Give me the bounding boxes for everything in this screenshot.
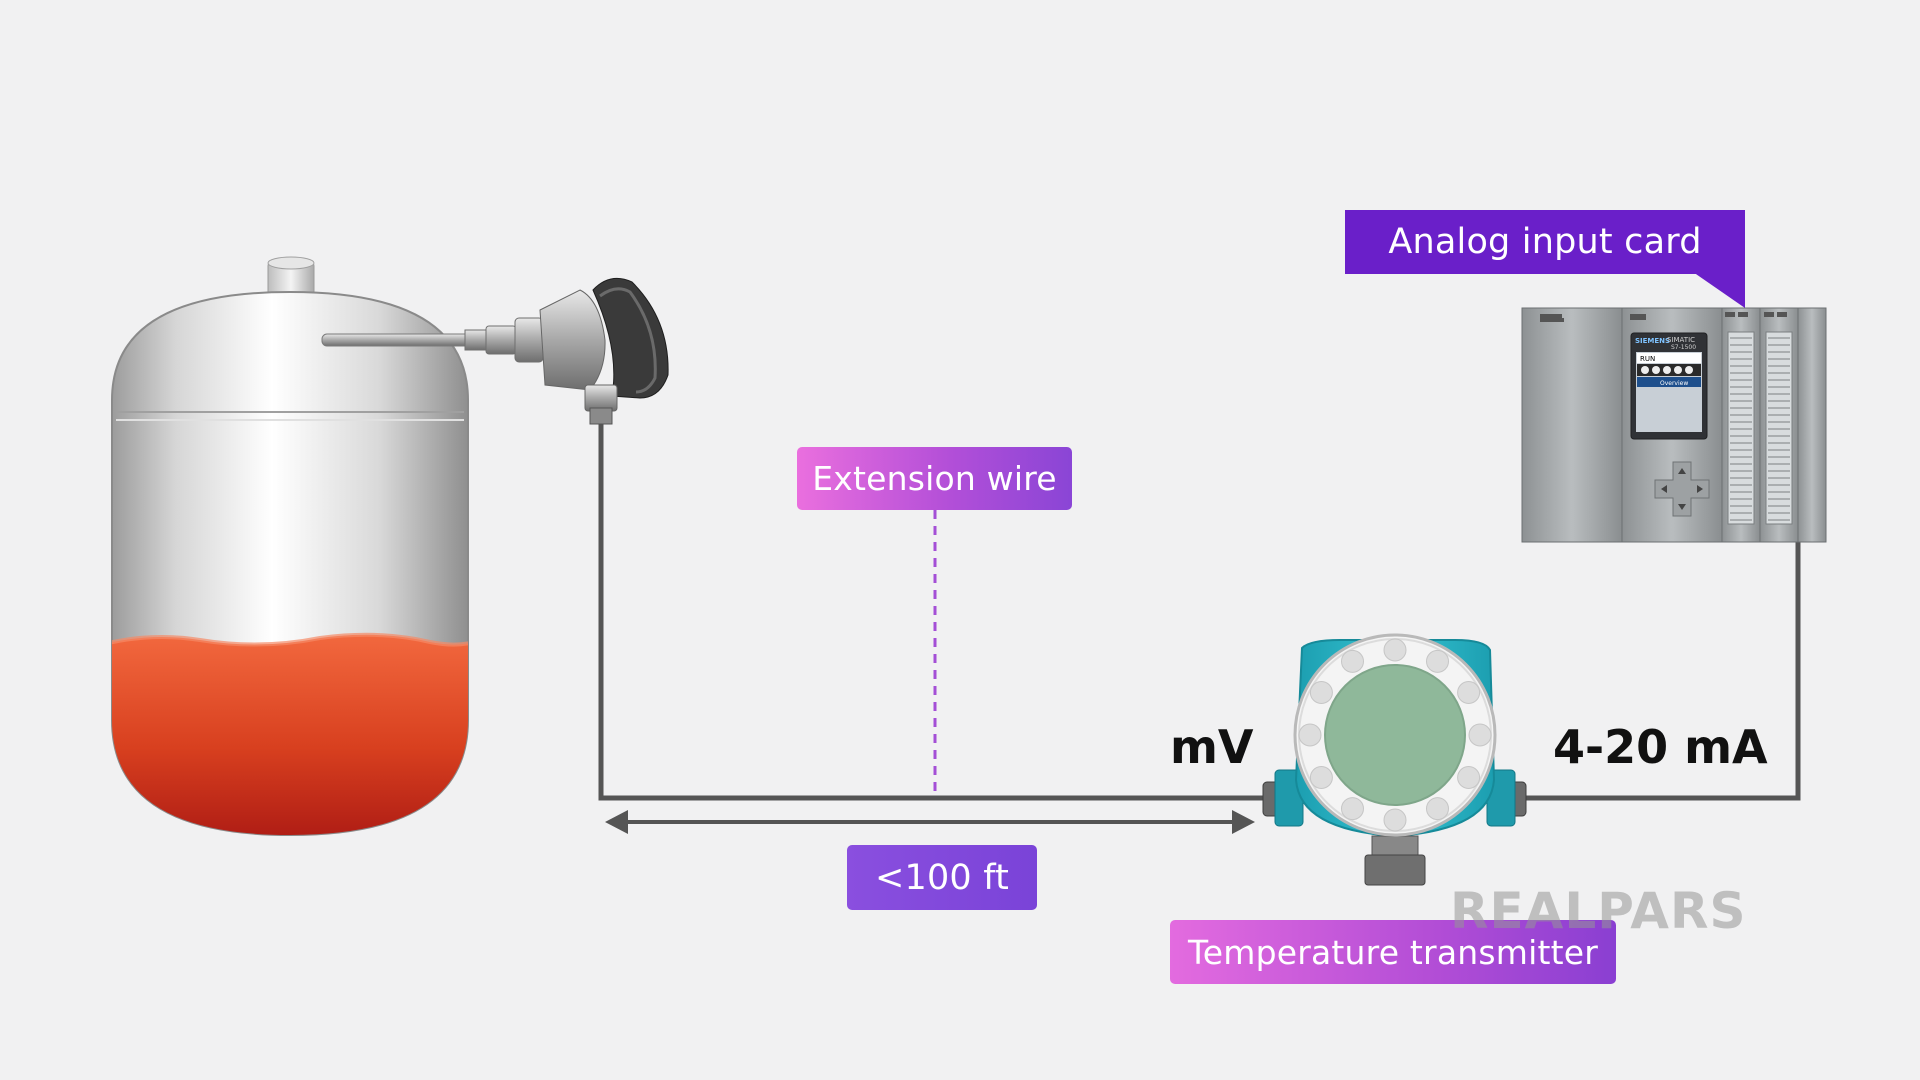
bezel-bolt xyxy=(1341,797,1364,821)
distance-label: <100 ft xyxy=(847,845,1037,910)
bezel-bolt xyxy=(1468,723,1492,747)
bezel-bolt xyxy=(1426,797,1449,821)
temperature-transmitter-label: Temperature transmitter xyxy=(1170,920,1616,984)
analog-input-card-label: Analog input card xyxy=(1345,210,1745,274)
plc-vendor-text: SIEMENS xyxy=(1635,337,1670,345)
thermocouple-head xyxy=(539,289,606,391)
plc-nav-pad xyxy=(1654,461,1710,517)
realpars-watermark: REALPARS xyxy=(1450,882,1747,940)
plc-model-text: SIMATIC xyxy=(1667,336,1695,344)
bezel-bolt xyxy=(1426,649,1449,673)
extension-wire-label: Extension wire xyxy=(797,447,1072,510)
thermocouple-cap xyxy=(592,277,669,399)
plc-status-text: RUN xyxy=(1640,355,1655,363)
bezel-bolt xyxy=(1457,766,1481,789)
extension-wire xyxy=(598,424,1268,801)
bezel-bolt xyxy=(1309,766,1333,789)
thermowell xyxy=(321,333,473,347)
plc-io-module-3 xyxy=(1797,307,1827,543)
temperature-transmitter xyxy=(1262,633,1527,886)
plc-model-sub-text: S7-1500 xyxy=(1671,344,1696,351)
bezel-bolt xyxy=(1457,681,1481,704)
bezel-bolt xyxy=(1383,808,1407,832)
bezel-bolt xyxy=(1309,681,1333,704)
output-wire xyxy=(1520,538,1801,801)
transmitter-window xyxy=(1324,664,1466,806)
bezel-bolt xyxy=(1298,723,1322,747)
mv-signal-label: mV xyxy=(1170,720,1254,774)
bezel-bolt xyxy=(1341,649,1364,673)
analog-input-card-pointer xyxy=(1693,272,1745,308)
tank xyxy=(111,256,469,837)
bezel-bolt xyxy=(1383,638,1407,662)
thermocouple-assembly xyxy=(321,277,669,425)
cable-gland xyxy=(584,384,618,412)
plc-power-supply xyxy=(1521,307,1623,543)
plc-rack: SIEMENS SIMATIC S7-1500 RUN Overview xyxy=(1521,307,1827,543)
ma-signal-label: 4-20 mA xyxy=(1553,720,1768,774)
distance-arrow xyxy=(605,810,1255,834)
tank-liquid xyxy=(112,634,468,835)
plc-menu-text: Overview xyxy=(1660,380,1688,387)
